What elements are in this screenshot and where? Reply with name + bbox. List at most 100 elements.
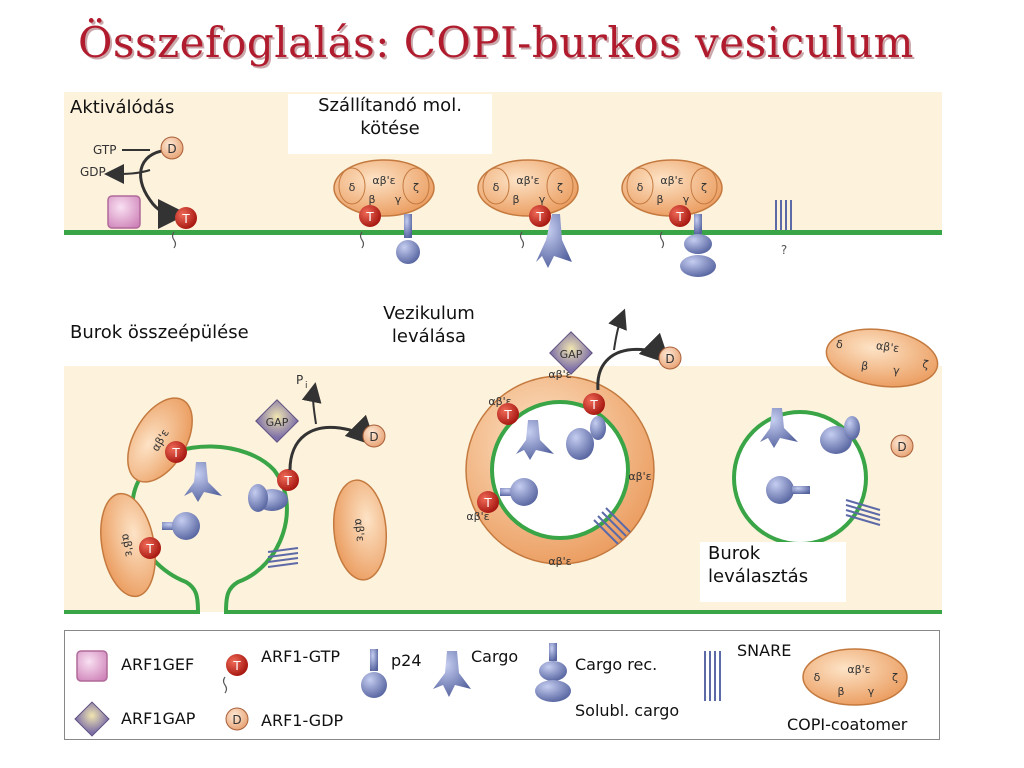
p24-uncoated <box>766 476 810 504</box>
svg-text:D: D <box>665 352 674 366</box>
gtp-label: GTP <box>93 143 116 157</box>
legend-arf1gef: ARF1GEF <box>121 655 195 674</box>
svg-text:δ: δ <box>814 671 821 684</box>
top-membrane <box>64 230 942 235</box>
svg-text:T: T <box>232 659 241 673</box>
p24-vesicle <box>500 478 538 506</box>
cargo-receptor-top <box>680 214 716 277</box>
svg-text:γ: γ <box>539 193 546 206</box>
svg-text:ζ: ζ <box>557 181 563 194</box>
step-budding-label: Vezikulum leválása <box>364 302 494 354</box>
svg-text:αβ'ε: αβ'ε <box>847 663 870 676</box>
svg-text:αβ'ε: αβ'ε <box>372 174 395 187</box>
svg-text:δ: δ <box>637 181 644 194</box>
coatomer-free-1: αβ'ε <box>332 479 388 581</box>
step-budding-line1: Vezikulum <box>383 303 475 324</box>
arf1-gdp-top <box>160 136 184 160</box>
arf1-gtp-vesicle-2 <box>583 393 605 415</box>
svg-text:D: D <box>369 430 378 444</box>
snare-bud <box>267 547 299 568</box>
svg-text:D: D <box>232 713 241 727</box>
arf1-gtp-bud-3 <box>277 469 299 491</box>
cargo-rec-uncoated <box>820 416 860 454</box>
coatomer-top-1: δ αβ'ε β γ ζ <box>333 159 435 217</box>
svg-text:ζ: ζ <box>892 671 898 684</box>
svg-text:T: T <box>483 496 492 510</box>
legend-arf1gef-icon <box>76 650 108 682</box>
svg-text:T: T <box>283 474 292 488</box>
svg-text:ζ: ζ <box>413 181 419 194</box>
legend-cargo-rec-icon <box>535 643 571 702</box>
gdp-out-arrow <box>104 163 151 184</box>
legend-panel: T δ αβ'ε β γ ζ D ARF1GEF ARF1-GTP p24 Ca… <box>64 630 940 740</box>
svg-text:P: P <box>296 373 303 387</box>
legend-arf1gdp: ARF1-GDP <box>261 711 344 730</box>
legend-arf1gtp-icon <box>226 654 248 676</box>
svg-text:ζ: ζ <box>922 358 930 372</box>
step-budding-line2: leválása <box>391 326 467 347</box>
legend-p24: p24 <box>391 651 422 670</box>
arf1-gdp-top-label: D <box>167 142 176 156</box>
legend-snare: SNARE <box>737 641 792 660</box>
svg-text:αβ'ε: αβ'ε <box>466 510 489 523</box>
p24-bud <box>162 512 200 540</box>
arf1-gtp-top-1 <box>359 205 381 227</box>
arf1-gdp-bud <box>362 424 386 448</box>
svg-text:T: T <box>365 210 374 224</box>
step-cargo-binding-label: Szállítandó mol. kötése <box>288 94 492 154</box>
step-uncoating-line1: Burok <box>708 543 761 564</box>
step-uncoating-label: Burok leválasztás <box>700 542 846 602</box>
legend-cargo-rec: Cargo rec. <box>575 655 658 674</box>
arf1-gtp-top-3 <box>669 205 691 227</box>
step-cargo-binding-line2: kötése <box>360 118 420 139</box>
snare-top <box>775 200 792 230</box>
svg-text:GAP: GAP <box>560 348 583 361</box>
svg-text:αβ'ε: αβ'ε <box>628 470 651 483</box>
arf1-gtp-top-label: T <box>181 212 190 226</box>
legend-solubl-cargo: Solubl. cargo <box>575 701 680 720</box>
cargo-rec-bud <box>248 484 288 512</box>
pi-arrow-1 <box>301 382 322 425</box>
svg-text:GAP: GAP <box>266 416 289 429</box>
legend-snare-icon <box>704 651 721 701</box>
svg-text:β: β <box>512 193 519 206</box>
svg-text:T: T <box>675 210 684 224</box>
gtp-hydrolysis-arrow-1 <box>288 414 377 471</box>
pi-arrow-2 <box>608 308 627 351</box>
coated-vesicle: αβ'ε αβ'ε αβ'ε αβ'ε αβ'ε <box>465 368 655 568</box>
gtp-hydrolysis-arrow-2 <box>596 332 671 391</box>
cargo-rec-vesicle <box>566 416 606 460</box>
arf1-gtp-top <box>175 207 197 229</box>
cargo-uncoated <box>760 408 798 448</box>
bottom-membrane-budding <box>64 444 942 614</box>
arf1gap-vesicle <box>549 331 593 375</box>
coatomer-top-3: δ αβ'ε β γ ζ <box>621 159 723 217</box>
svg-text:γ: γ <box>683 193 690 206</box>
step-activation-label: Aktiválódás <box>70 97 175 118</box>
svg-text:αβ'ε: αβ'ε <box>352 518 367 542</box>
page-title: Összefoglalás: COPI-burkos vesiculum <box>78 18 914 67</box>
arf1gef-top <box>107 195 141 229</box>
svg-text:ζ: ζ <box>701 181 707 194</box>
svg-text:αβ'ε: αβ'ε <box>119 533 136 558</box>
legend-cargo: Cargo <box>471 647 519 666</box>
arf1-gtp-vesicle-3 <box>477 491 499 513</box>
arf1-gtp-top-2 <box>529 205 551 227</box>
svg-text:αβ'ε: αβ'ε <box>875 339 900 355</box>
snare-vesicle <box>593 507 631 545</box>
arf1-gdp-free <box>890 434 914 458</box>
arf1-gtp-bud-1 <box>165 441 187 463</box>
svg-text:γ: γ <box>892 364 901 378</box>
legend-arf1gtp: ARF1-GTP <box>261 647 341 666</box>
svg-text:δ: δ <box>835 338 844 352</box>
svg-text:β: β <box>860 359 869 373</box>
arf1-gtp-bud-2 <box>139 537 161 559</box>
svg-text:T: T <box>503 408 512 422</box>
svg-text:αβ'ε: αβ'ε <box>660 174 683 187</box>
legend-copi-coatomer: COPI-coatomer <box>787 715 908 734</box>
question-mark: ? <box>781 243 787 257</box>
legend-p24-icon <box>361 649 387 698</box>
cargo-vesicle <box>516 420 554 460</box>
arf1gap-bud <box>255 399 299 443</box>
